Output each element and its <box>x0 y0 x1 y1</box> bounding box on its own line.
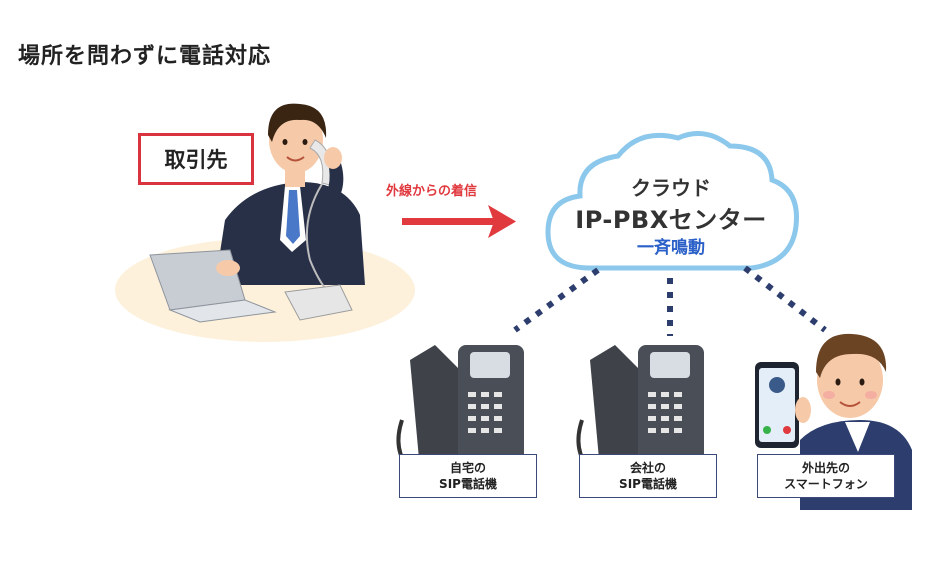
home-phone-label-line2: SIP電話機 <box>439 477 497 491</box>
incoming-arrow <box>402 205 516 238</box>
client-label: 取引先 <box>164 148 228 172</box>
smartphone-label: 外出先の スマートフォン <box>757 454 895 498</box>
smartphone-label-line2: スマートフォン <box>784 477 868 491</box>
home-sip-phone <box>396 345 524 472</box>
connection-lines <box>513 265 827 336</box>
cloud-shape <box>545 131 799 271</box>
home-phone-label: 自宅の SIP電話機 <box>399 454 537 498</box>
office-phone-label-line1: 会社の <box>629 461 666 475</box>
home-phone-label-line1: 自宅の <box>449 461 486 475</box>
cloud-subtitle: 一斉鳴動 <box>637 238 705 258</box>
incoming-call-label: 外線からの着信 <box>386 184 478 199</box>
office-sip-phone <box>576 345 704 472</box>
page-title: 場所を問わずに電話対応 <box>18 44 272 69</box>
cloud-title: クラウド <box>631 176 711 200</box>
office-phone-label-line2: SIP電話機 <box>619 477 677 491</box>
cloud-main-title: IP-PBXセンター <box>575 206 767 234</box>
client-label-box: 取引先 <box>138 133 254 185</box>
smartphone-label-line1: 外出先の <box>801 461 850 475</box>
office-phone-label: 会社の SIP電話機 <box>579 454 717 498</box>
businessman-illustration <box>149 103 365 323</box>
